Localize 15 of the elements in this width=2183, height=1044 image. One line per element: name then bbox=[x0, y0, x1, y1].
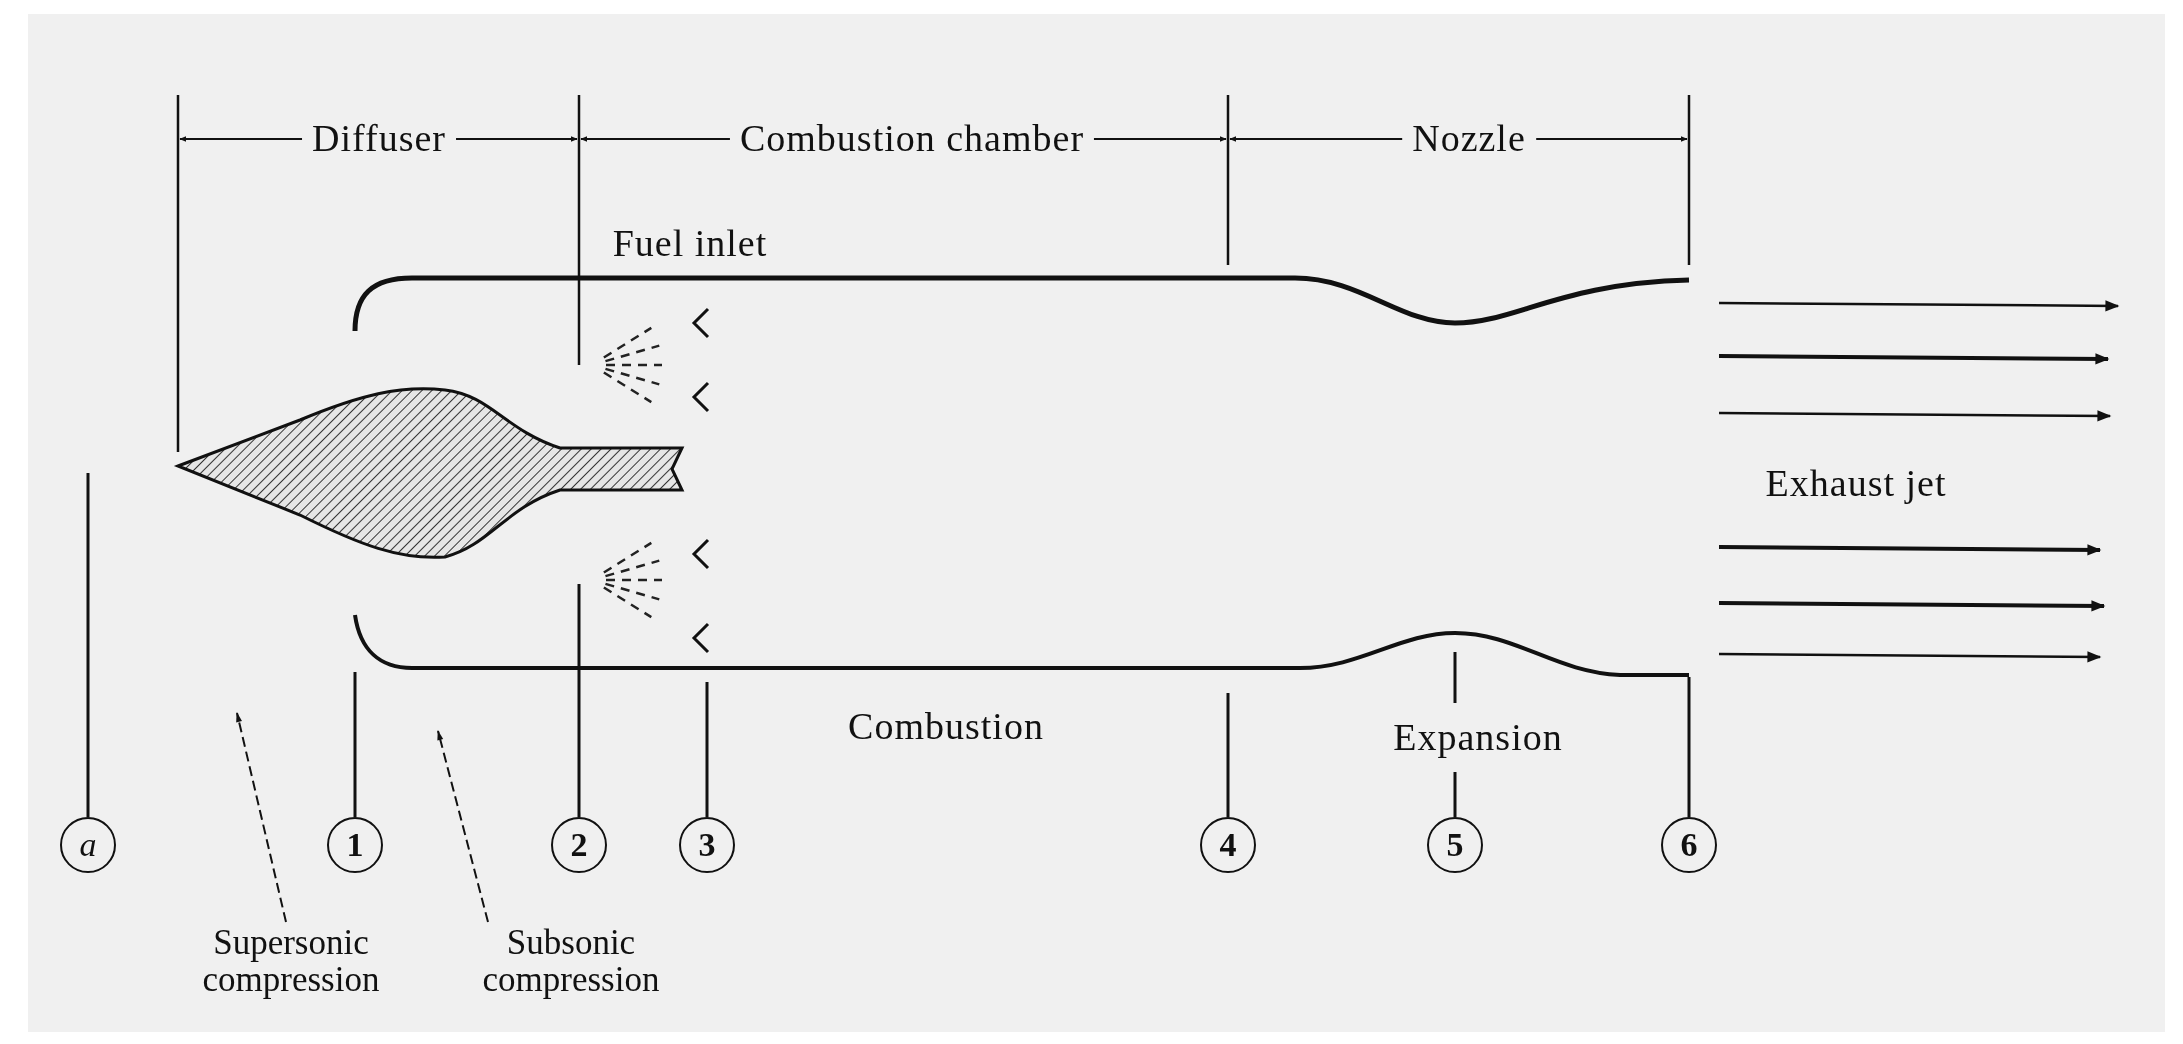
region-label: Combustion bbox=[848, 706, 1044, 748]
leader-line bbox=[577, 584, 581, 817]
leader-line bbox=[1453, 650, 1457, 819]
region-label: Fuel inlet bbox=[612, 223, 768, 265]
leader-line bbox=[353, 672, 357, 817]
leader-line bbox=[437, 730, 489, 923]
leader-line bbox=[705, 682, 709, 817]
region-label: Expansion bbox=[1393, 717, 1563, 759]
leader-line bbox=[1226, 693, 1230, 817]
annotation-text: Supersonic compression bbox=[186, 925, 396, 999]
leader-line bbox=[236, 712, 287, 923]
leader-line bbox=[86, 473, 90, 817]
annotation-text: Subsonic compression bbox=[466, 925, 676, 999]
leader-line bbox=[1687, 677, 1691, 817]
region-label: Exhaust jet bbox=[1765, 463, 1947, 505]
